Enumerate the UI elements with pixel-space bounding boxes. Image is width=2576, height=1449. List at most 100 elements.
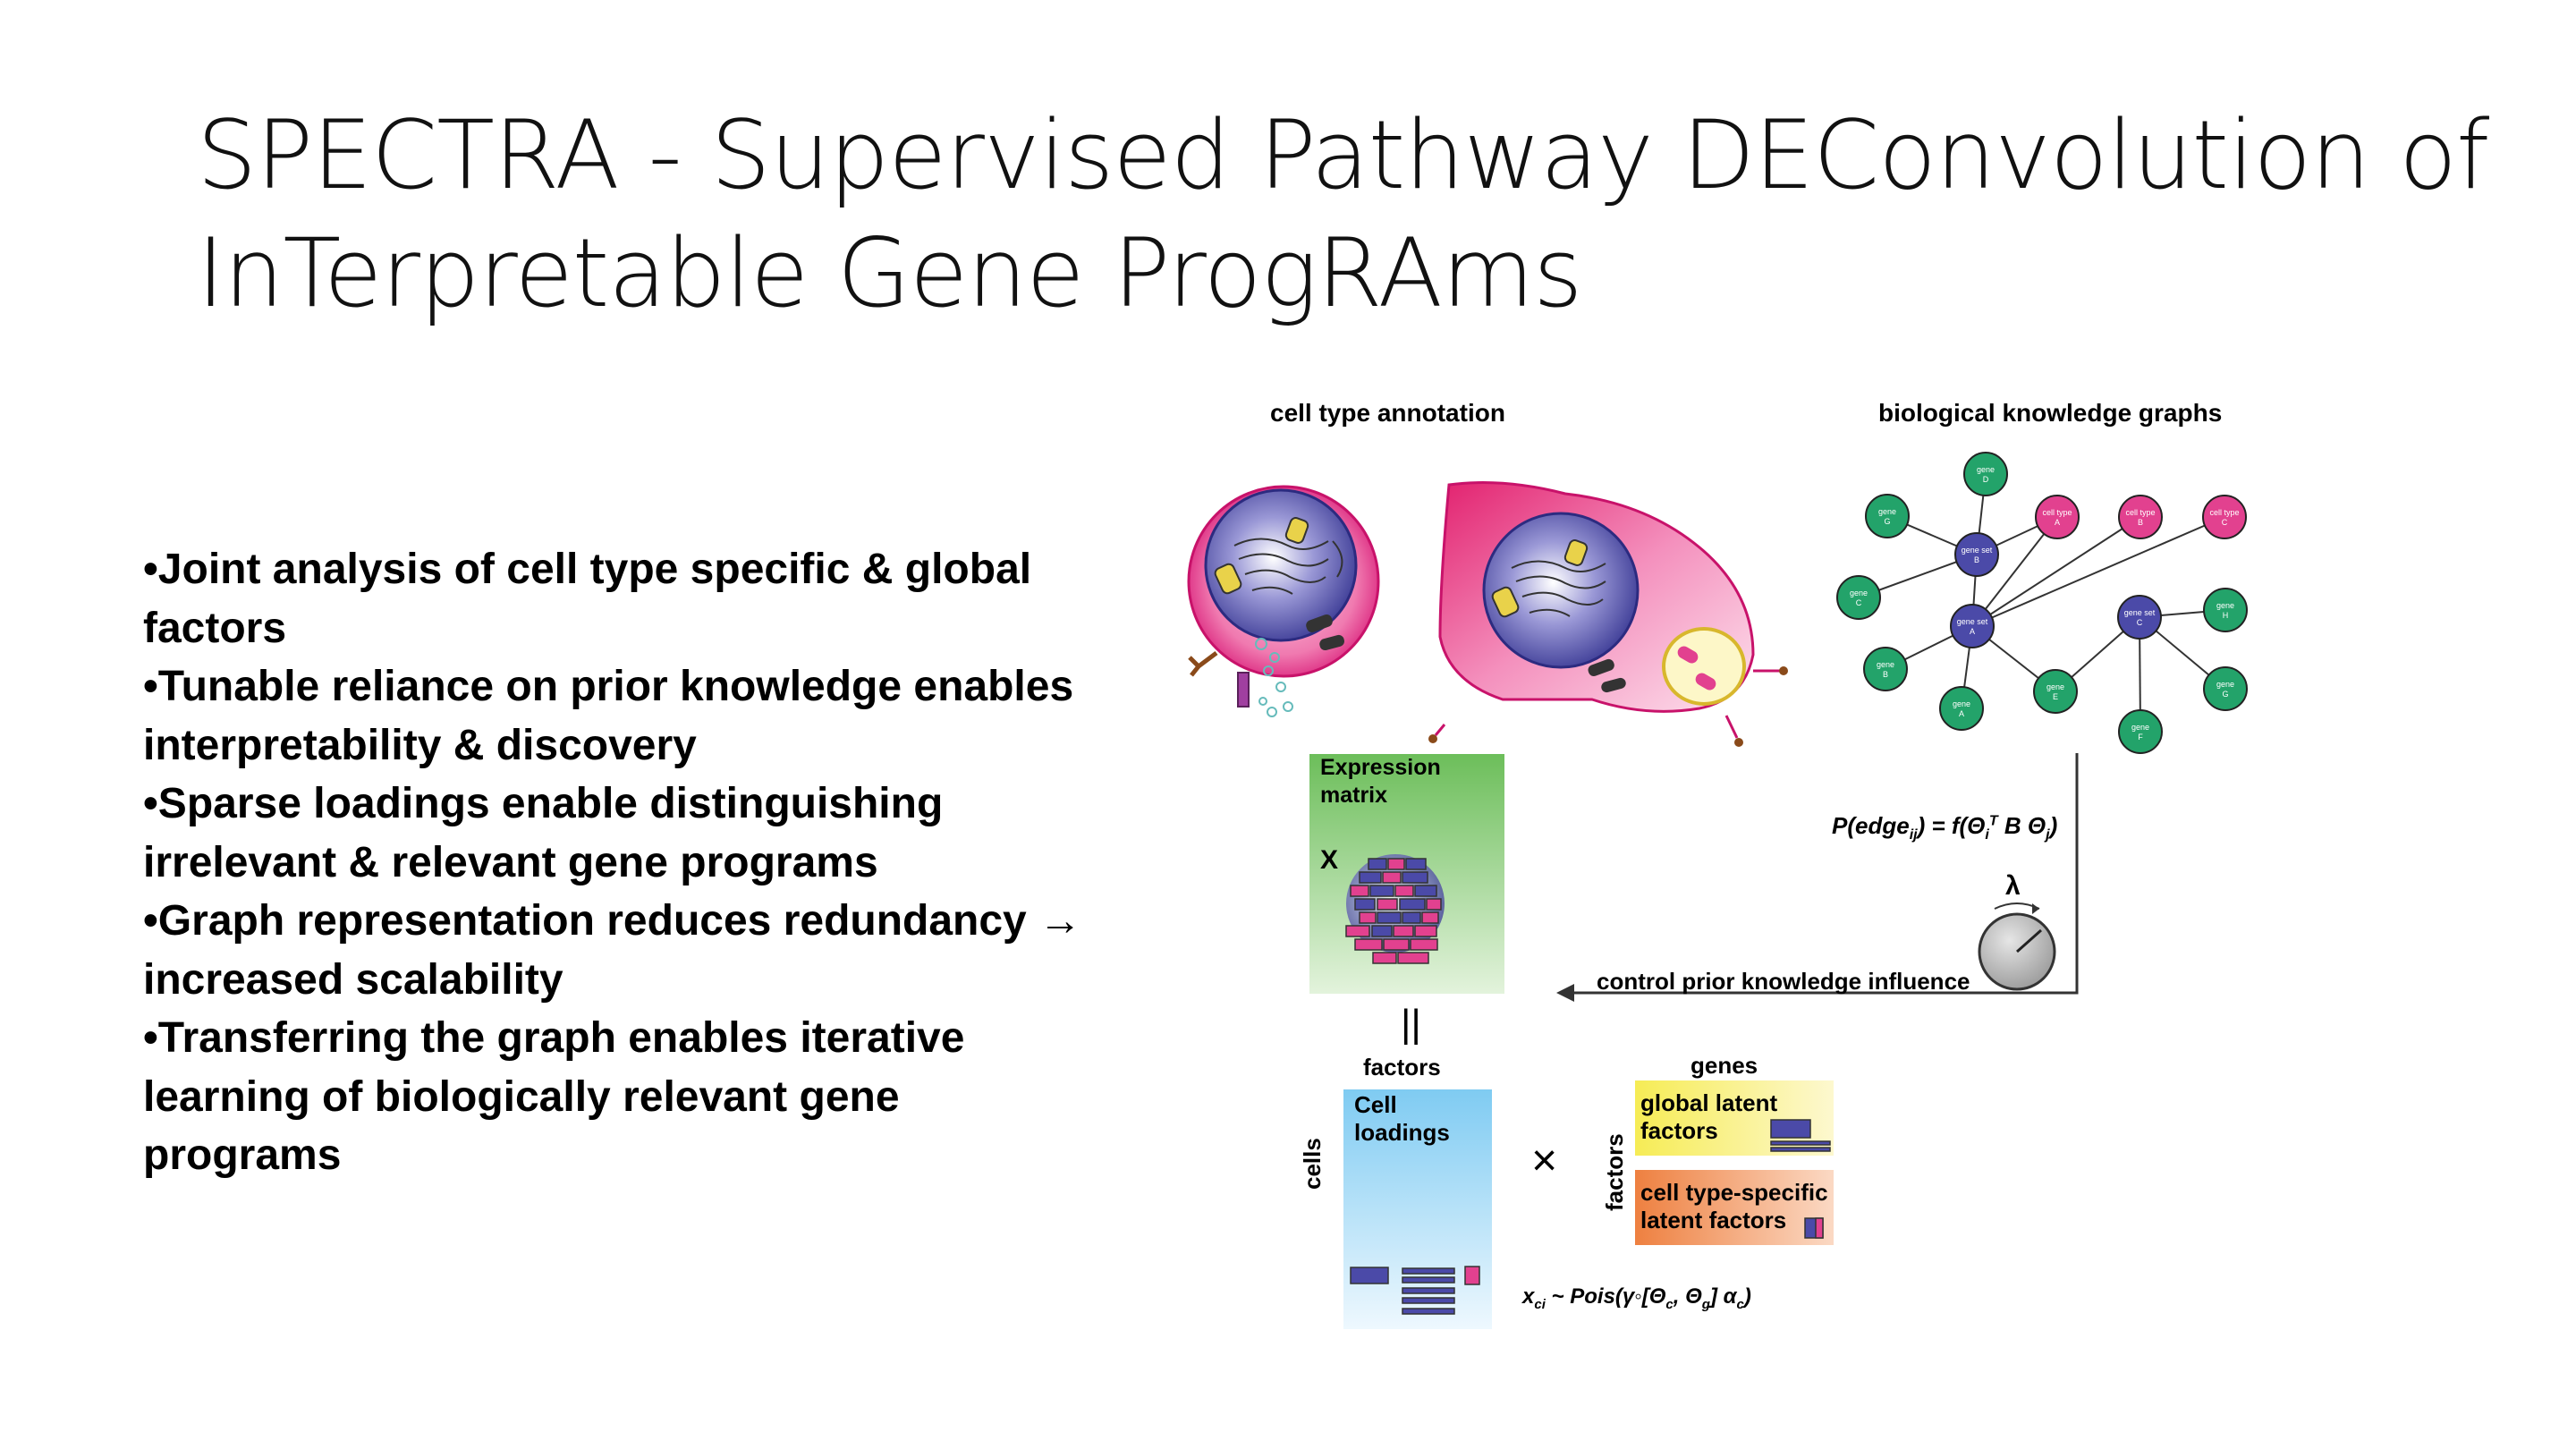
graph-node-label: G	[1884, 517, 1890, 526]
bullet-line: interpretability & discovery	[143, 721, 697, 769]
graph-node-label: G	[2222, 690, 2228, 699]
x-matrix-label: X	[1320, 845, 1339, 875]
graph-node-gene-D	[1963, 452, 2008, 496]
graph-node-label: gene	[2046, 682, 2064, 691]
graph-node-gene-C	[1836, 575, 1881, 620]
formula-part: B Θ	[1997, 812, 2046, 839]
bullet-line: programs	[143, 1131, 342, 1179]
graph-node-celltype-A	[2035, 495, 2080, 539]
formula-part: ~ Pois(γ◦[Θ	[1545, 1284, 1666, 1309]
control-arrow	[1570, 753, 2079, 995]
celltype-specific-box	[1635, 1170, 1834, 1245]
graph-node-label: gene set	[1957, 617, 1988, 626]
formula-part: )	[1743, 1284, 1751, 1309]
graph-node-label: gene	[2131, 723, 2149, 732]
graph-node-gene-F	[2118, 709, 2163, 754]
graph-node-label: F	[2138, 733, 2143, 741]
graph-node-label: gene set	[2124, 608, 2156, 617]
factors-top-label: factors	[1363, 1054, 1441, 1080]
graph-node-label: cell type	[2125, 508, 2155, 517]
bullet-line: •Tunable reliance on prior knowledge ena…	[143, 663, 1074, 710]
formula-sub: c	[1736, 1296, 1744, 1312]
multiply-sign: ×	[1531, 1135, 1558, 1185]
celltype-specific-glyph	[1804, 1217, 1824, 1239]
genes-label: genes	[1690, 1052, 1758, 1079]
graph-node-label: C	[2137, 618, 2143, 627]
graph-node-gene-G1	[1865, 494, 1910, 538]
cell-loadings-glyph	[1350, 1266, 1480, 1315]
graph-node-gene-G2	[2203, 666, 2248, 711]
formula-sub: c	[1665, 1296, 1674, 1312]
celltype-specific-label: cell type-specific latent factors	[1640, 1179, 1828, 1233]
formula-part: )	[2049, 812, 2058, 839]
graph-node-celltype-B	[2118, 495, 2163, 539]
bullet-line: learning of biologically relevant gene	[143, 1072, 900, 1121]
lambda-label: λ	[2005, 871, 2021, 901]
graph-node-label: A	[1959, 709, 1964, 718]
cell-type-annotation-label: cell type annotation	[1270, 399, 1505, 427]
graph-node-label: gene set	[1962, 546, 1993, 555]
formula-sub: j	[2046, 827, 2050, 843]
graph-node-label: D	[1983, 475, 1989, 484]
graph-node-label: A	[1970, 627, 1975, 636]
graph-node-label: gene	[1850, 589, 1868, 597]
poisson-formula: xci ~ Pois(γ◦[Θc, Θg] αc)	[1522, 1284, 1751, 1312]
graph-node-gene-E	[2033, 669, 2078, 714]
title-line-1: SPECTRA - Supervised Pathway DEConvoluti…	[197, 100, 2489, 210]
graph-node-label: B	[2138, 518, 2143, 527]
control-prior-label: control prior knowledge influence	[1597, 968, 1970, 995]
graph-node-label: gene	[2216, 680, 2234, 689]
graph-node-label: gene	[2216, 601, 2234, 610]
equals-sign: ||	[1401, 1002, 1421, 1046]
graph-node-label: gene	[1977, 465, 1995, 474]
global-latent-glyph	[1770, 1119, 1831, 1152]
graph-node-label: cell type	[2042, 508, 2072, 517]
factors-side-label: factors	[1601, 1133, 1628, 1211]
bullet-line: increased scalability	[143, 955, 564, 1004]
graph-node-celltype-C	[2202, 495, 2247, 539]
graph-node-label: H	[2223, 611, 2229, 620]
graph-node-label: C	[2222, 518, 2228, 527]
formula-sup: T	[1988, 813, 1998, 829]
knowledge-graphs-label: biological knowledge graphs	[1878, 399, 2223, 427]
formula-part: ] α	[1709, 1284, 1737, 1309]
bullet-line: •Sparse loadings enable distinguishing	[143, 780, 944, 827]
formula-sub: ij	[1909, 827, 1918, 843]
graph-node-label: C	[1856, 598, 1862, 607]
graph-node-gene-A	[1939, 686, 1984, 731]
bullet-line: •Graph representation reduces redundancy…	[143, 897, 1082, 945]
bullet-line: •Joint analysis of cell type specific & …	[143, 546, 1032, 593]
cells-axis-label: cells	[1299, 1138, 1326, 1190]
graph-node-geneset-B	[1954, 532, 1999, 577]
graph-node-gene-B	[1863, 647, 1908, 691]
graph-node-label: gene	[1953, 699, 1970, 708]
graph-node-label: E	[2053, 692, 2058, 701]
formula-part: P(edge	[1832, 812, 1910, 839]
round-cell-illustration	[1187, 485, 1380, 717]
slide-title: SPECTRA - Supervised Pathway DEConvoluti…	[197, 97, 2489, 333]
formula-part: ) = f(Θ	[1917, 812, 1986, 839]
formula-sub: ci	[1534, 1296, 1546, 1312]
graph-node-label: gene	[1877, 660, 1894, 669]
expression-matrix-glyph	[1345, 854, 1445, 964]
irregular-cell-illustration	[1428, 481, 1788, 747]
title-line-2: InTerpretable Gene ProgRAms	[197, 218, 1582, 328]
graph-node-label: gene	[1878, 507, 1896, 516]
bullet-line: •Transferring the graph enables iterativ…	[143, 1014, 965, 1062]
formula-sub: g	[1701, 1296, 1710, 1312]
graph-node-label: cell type	[2209, 508, 2239, 517]
formula-part: x	[1522, 1284, 1535, 1309]
formula-sub: i	[1985, 827, 1989, 843]
lambda-dial-icon	[1978, 902, 2056, 991]
bullet-line: irrelevant & relevant gene programs	[143, 838, 878, 886]
graph-node-label: B	[1974, 555, 1979, 564]
graph-node-geneset-C	[2117, 595, 2162, 640]
arrow-head-icon	[1556, 984, 1574, 1002]
edge-probability-formula: P(edgeij) = f(ΘiT B Θj)	[1832, 812, 2057, 843]
graph-node-gene-H	[2203, 588, 2248, 632]
bullet-line: factors	[143, 604, 287, 652]
graph-node-label: A	[2055, 518, 2060, 527]
expression-matrix-label: Expression matrix	[1320, 755, 1441, 808]
formula-part: , Θ	[1673, 1284, 1702, 1309]
